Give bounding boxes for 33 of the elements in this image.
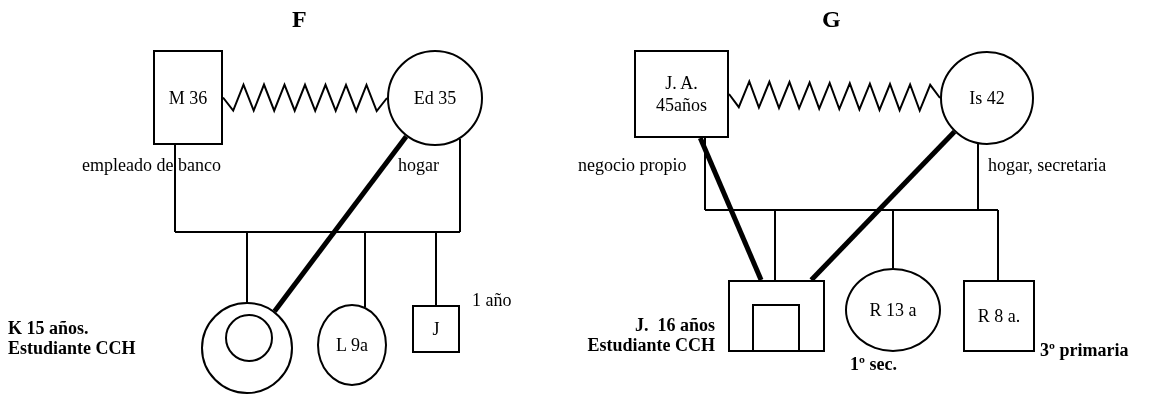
person-square bbox=[412, 305, 460, 353]
person-caption: negocio propio bbox=[578, 155, 688, 175]
person-caption: J. 16 años Estudiante CCH bbox=[586, 315, 715, 355]
person-circle bbox=[225, 314, 273, 362]
relationship-band bbox=[698, 137, 764, 281]
person-square bbox=[752, 304, 800, 352]
person-label: R 13 a bbox=[868, 299, 918, 322]
person-label: R 8 a. bbox=[976, 305, 1022, 328]
descent-line bbox=[704, 137, 999, 281]
person-label: J. A. 45años bbox=[655, 72, 708, 117]
person-label: Is 42 bbox=[968, 87, 1006, 110]
person-label: M 36 bbox=[167, 86, 209, 110]
person-label: J bbox=[431, 318, 441, 341]
person-square bbox=[963, 280, 1035, 352]
person-caption: 1 año bbox=[472, 290, 513, 310]
person-caption: 1º sec. bbox=[850, 354, 898, 374]
person-square bbox=[634, 50, 729, 138]
person-caption: empleado de banco bbox=[82, 155, 222, 175]
zigzag-line bbox=[222, 81, 388, 114]
person-caption: 3º primaria bbox=[1040, 340, 1130, 360]
person-square bbox=[153, 50, 223, 145]
person-square bbox=[728, 280, 825, 352]
family-heading: G bbox=[822, 6, 841, 33]
zigzag-line bbox=[728, 78, 941, 114]
family-heading: F bbox=[292, 6, 307, 33]
relationship-band bbox=[272, 134, 409, 313]
person-label: L 9a bbox=[335, 334, 369, 357]
person-caption: K 15 años. Estudiante CCH bbox=[8, 318, 137, 358]
person-label: Ed 35 bbox=[412, 87, 458, 110]
person-caption: hogar, secretaria bbox=[988, 155, 1108, 175]
person-caption: hogar bbox=[398, 155, 440, 175]
descent-line bbox=[174, 138, 461, 308]
relationship-band bbox=[809, 130, 957, 282]
